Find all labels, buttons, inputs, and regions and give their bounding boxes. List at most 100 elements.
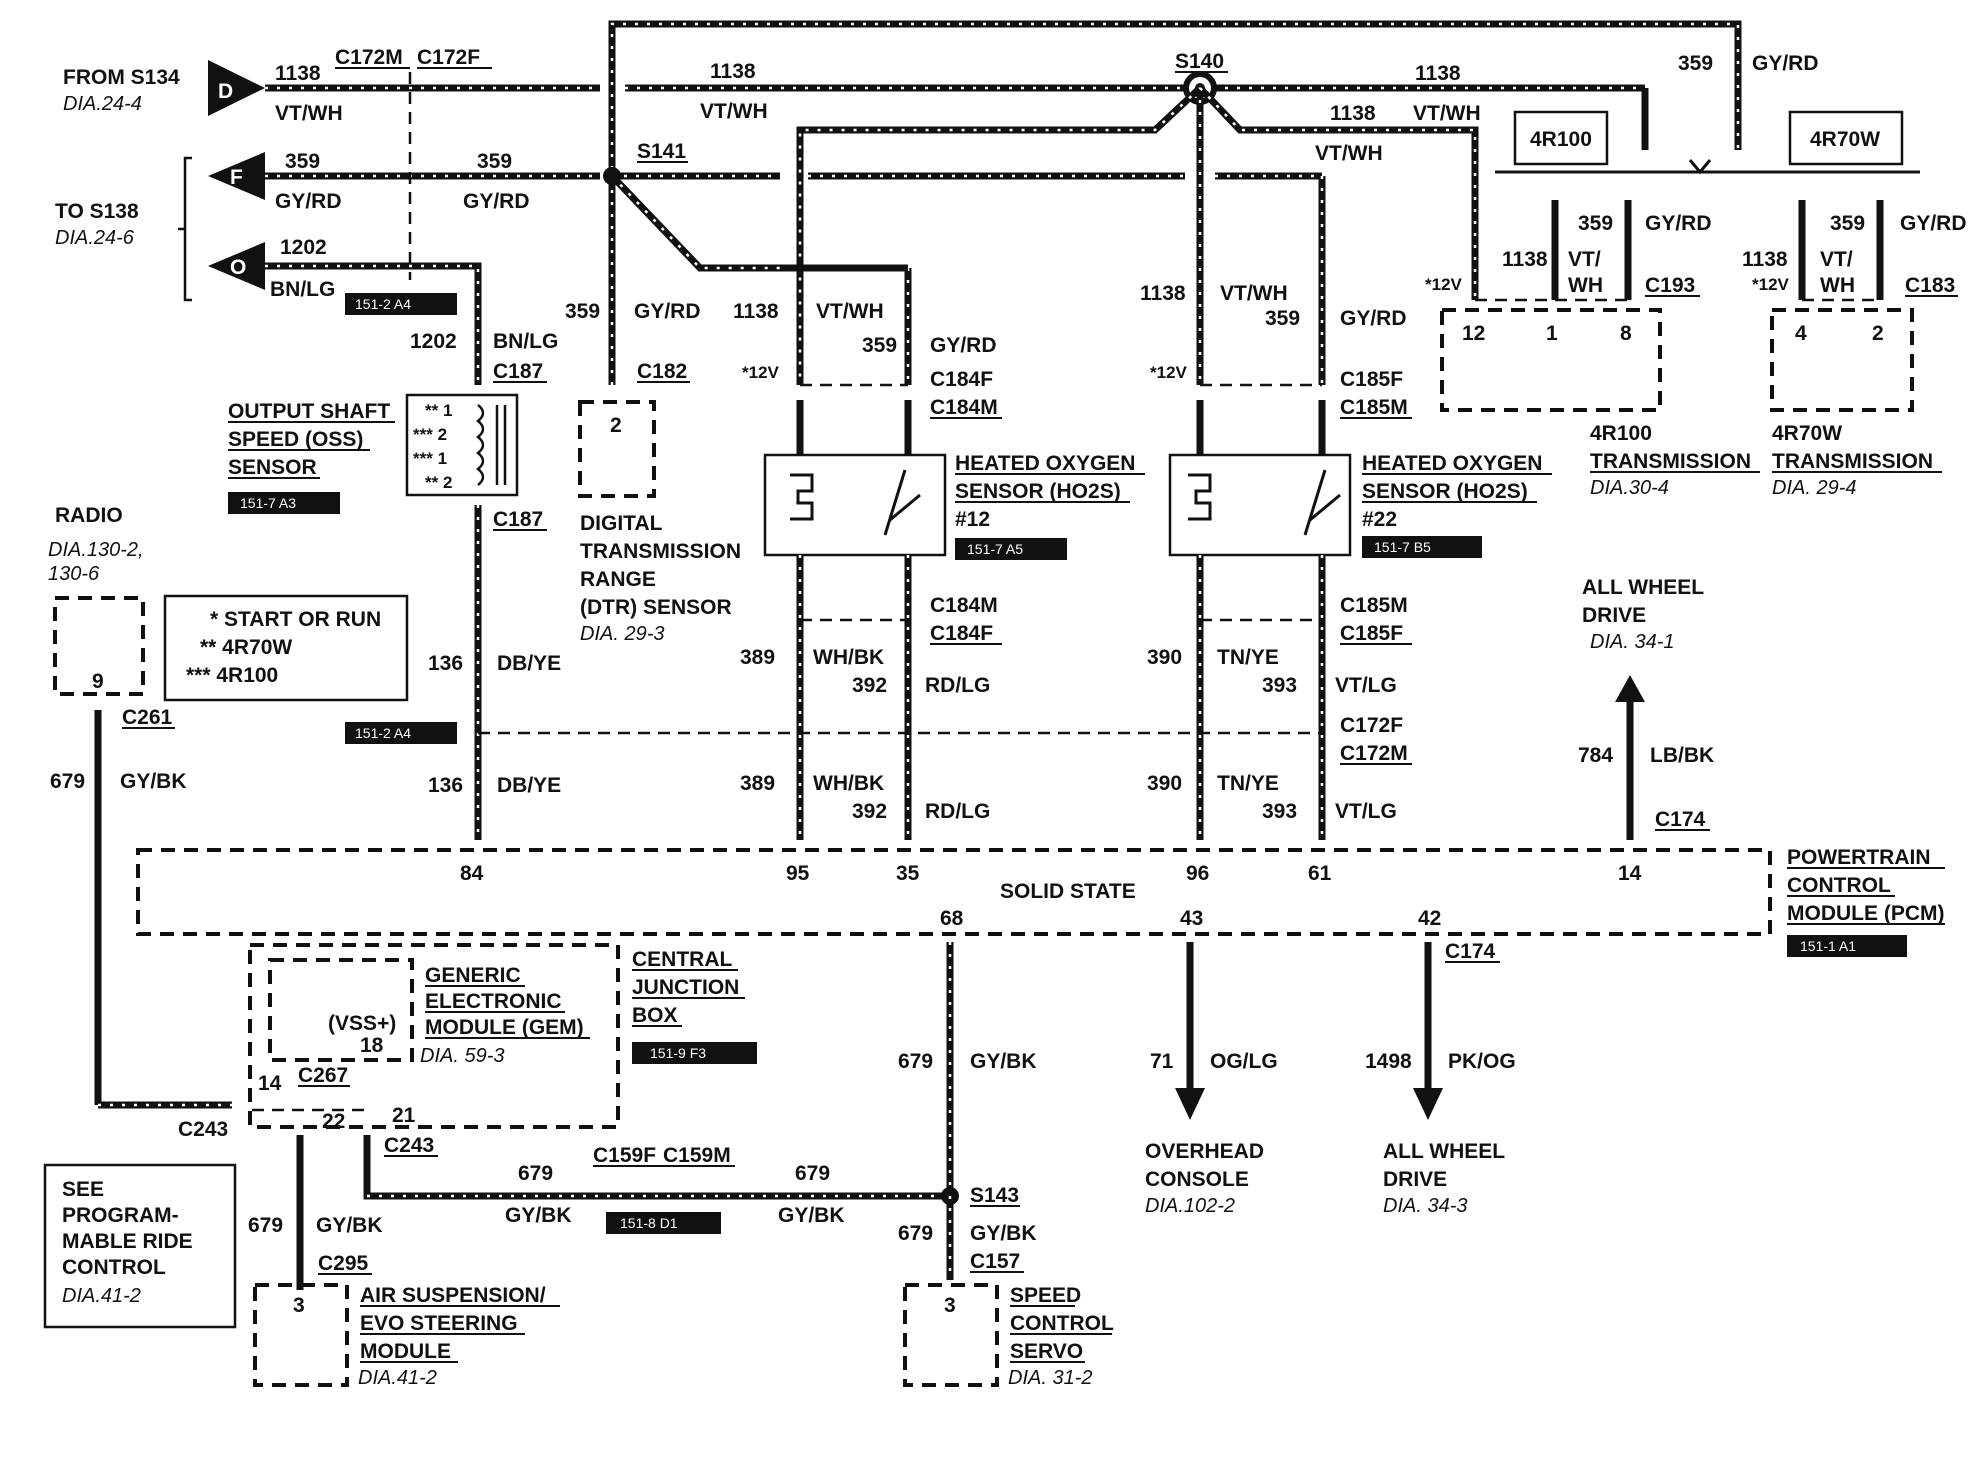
diagram-label: C172M — [335, 46, 403, 69]
diagram-label: 393 — [1262, 674, 1297, 697]
gem-box — [268, 958, 414, 1062]
diagram-label: 22 — [322, 1110, 345, 1133]
diagram-label: LB/BK — [1650, 744, 1714, 767]
diagram-label: MODULE (PCM) — [1787, 902, 1944, 925]
o-input-connector: O — [208, 242, 265, 290]
diagram-label: 4R70W — [1810, 128, 1880, 151]
diagram-label: 359 — [565, 300, 600, 323]
s141-splice — [603, 167, 621, 185]
diagram-label: 43 — [1180, 907, 1203, 930]
diagram-label: 679 — [898, 1050, 933, 1073]
diagram-label: *12V — [1150, 363, 1188, 382]
diagram-label: C184M — [930, 594, 998, 617]
diagram-label: F — [230, 166, 243, 189]
diagram-label: *** 4R100 — [186, 664, 278, 687]
diagram-label: 4R100 — [1590, 422, 1652, 445]
diagram-label: DIA. 31-2 — [1008, 1367, 1092, 1389]
diagram-label: VT/WH — [275, 102, 343, 125]
diagram-label: DRIVE — [1383, 1168, 1447, 1191]
diagram-label: 136 — [428, 652, 463, 675]
diagram-label: 679 — [898, 1222, 933, 1245]
diagram-label: VT/ — [1820, 248, 1853, 271]
diagram-label: VT/WH — [816, 300, 884, 323]
to-s138-label: TO S138 — [55, 200, 139, 223]
oss-sensor-label: OUTPUT SHAFT SPEED (OSS) SENSOR — [228, 400, 395, 479]
diagram-label: BOX — [632, 1004, 678, 1027]
diagram-label: CONTROL — [1787, 874, 1891, 897]
diagram-label: (VSS+) — [328, 1012, 396, 1035]
diagram-label: JUNCTION — [632, 976, 739, 999]
diagram-label: 679 — [248, 1214, 283, 1237]
ho2s-22-label: HEATED OXYGEN SENSOR (HO2S) #22 — [1362, 452, 1552, 531]
diagram-label: *** 1 — [413, 449, 447, 468]
diagram-label: GY/RD — [930, 334, 997, 357]
from-s134-label: FROM S134 — [63, 66, 180, 89]
diagram-label: C183 — [1905, 274, 1955, 297]
ho2s-22-box — [1168, 453, 1352, 557]
diagram-label: SPEED — [1010, 1284, 1081, 1307]
diagram-label: #22 — [1362, 508, 1397, 531]
diagram-label: C157 — [970, 1250, 1020, 1273]
to-s138-ref: DIA.24-6 — [55, 227, 135, 249]
diagram-label: OG/LG — [1210, 1050, 1278, 1073]
pcm-label: POWERTRAIN CONTROL MODULE (PCM) — [1787, 846, 1945, 925]
pcm-center-label: SOLID STATE — [1000, 880, 1136, 903]
diagram-label: BN/LG — [493, 330, 558, 353]
diagram-label: 1138 — [1742, 248, 1788, 271]
diagram-label: 21 — [392, 1104, 416, 1127]
cjb-label: CENTRAL JUNCTION BOX — [632, 948, 745, 1027]
diagram-label: OUTPUT SHAFT — [228, 400, 390, 423]
diagram-label: D — [218, 80, 233, 103]
diagram-label: GY/BK — [505, 1204, 572, 1227]
diagram-label: 151-2 A4 — [355, 725, 411, 741]
diagram-label: 151-7 B5 — [1374, 539, 1431, 555]
diagram-label: MABLE RIDE — [62, 1230, 193, 1253]
diagram-label: *** 2 — [413, 425, 447, 444]
diagram-label: 96 — [1186, 862, 1209, 885]
ho2s-12-box — [763, 453, 947, 557]
diagram-label: 392 — [852, 674, 887, 697]
diagram-label: * START OR RUN — [210, 608, 381, 631]
diagram-label: C187 — [493, 508, 543, 531]
diagram-label: *12V — [742, 363, 780, 382]
diagram-label: VT/LG — [1335, 674, 1397, 697]
diagram-label: WH — [1568, 274, 1603, 297]
diagram-label: *12V — [1752, 275, 1790, 294]
diagram-label: GY/RD — [275, 190, 342, 213]
diagram-label: GY/RD — [634, 300, 701, 323]
gem-label: GENERIC ELECTRONIC MODULE (GEM) DIA. 59-… — [420, 964, 590, 1067]
diagram-label: SENSOR (HO2S) — [955, 480, 1121, 503]
diagram-label: 9 — [92, 670, 104, 693]
diagram-label: TRANSMISSION — [1590, 450, 1751, 473]
f-input-connector: F — [208, 152, 265, 200]
diagram-label: C243 — [178, 1118, 228, 1141]
diagram-label: HEATED OXYGEN — [1362, 452, 1542, 475]
diagram-label: 130-6 — [48, 563, 100, 585]
speed-control-servo-label: SPEED CONTROL SERVO DIA. 31-2 — [1008, 1284, 1114, 1389]
diagram-label: 784 — [1578, 744, 1613, 767]
diagram-label: DIA. 29-4 — [1772, 477, 1856, 499]
diagram-label: C187 — [493, 360, 543, 383]
diagram-label: ** 4R70W — [200, 636, 292, 659]
4r70w-badge — [1788, 110, 1904, 166]
diagram-label: GY/RD — [1752, 52, 1819, 75]
diagram-label: VT/WH — [1315, 142, 1383, 165]
diagram-label: C243 — [384, 1134, 434, 1157]
diagram-label: 359 — [1578, 212, 1613, 235]
diagram-label: 35 — [896, 862, 920, 885]
diagram-label: 392 — [852, 800, 887, 823]
diagram-label: 1138 — [733, 300, 779, 323]
4r70w-label: 4R70W TRANSMISSION DIA. 29-4 — [1772, 422, 1942, 499]
diagram-label: DIA.102-2 — [1145, 1195, 1235, 1217]
diagram-label: 42 — [1418, 907, 1441, 930]
from-s134-ref: DIA.24-4 — [63, 93, 142, 115]
diagram-label: 359 — [477, 150, 512, 173]
diagram-label: 3 — [293, 1294, 305, 1317]
diagram-label: 1138 — [710, 60, 756, 83]
diagram-label: 151-7 A3 — [240, 495, 296, 511]
4r100-label: 4R100 TRANSMISSION DIA.30-4 — [1590, 422, 1760, 499]
4r100-badge — [1513, 110, 1609, 166]
diagram-label: C159M — [663, 1144, 731, 1167]
speed-control-servo-box — [903, 1283, 999, 1387]
